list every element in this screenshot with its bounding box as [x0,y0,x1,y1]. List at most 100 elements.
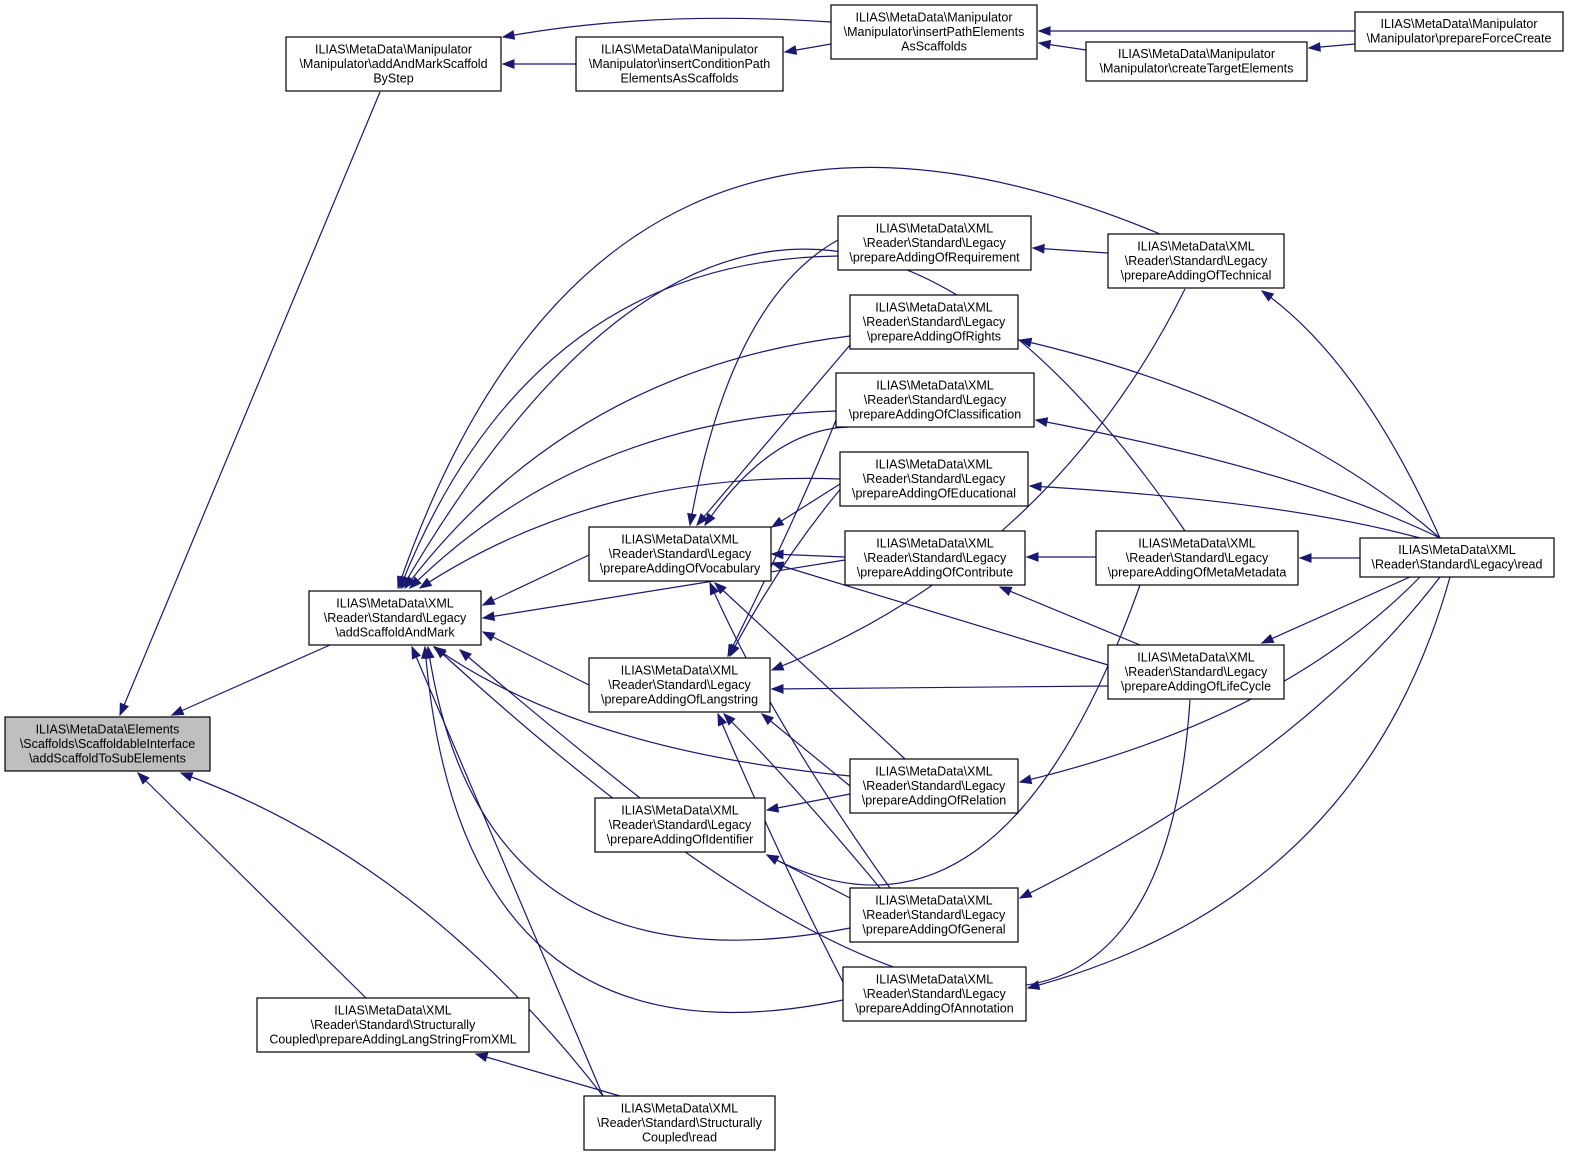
node-label-line: \Reader\Standard\Legacy [324,611,467,625]
arrowhead-lLang [717,712,728,727]
arrowhead-lIdent [765,802,780,813]
edge-lRights-to-lAddScaffold [404,335,851,589]
edge-lEdu-to-lAddScaffold [419,477,841,589]
arrowhead-lContrib [998,586,1013,596]
arrowhead-lIdent [765,854,780,865]
node-sPrepLang[interactable]: ILIAS\MetaData\XML\Reader\Standard\Struc… [256,997,530,1053]
arrowhead-lAddScaffold [481,595,496,606]
node-label-line: ILIAS\MetaData\Manipulator [601,42,758,56]
node-box [575,36,784,92]
node-label-line: ILIAS\MetaData\XML [336,596,453,610]
edge-lRelation-to-lAddScaffold [433,646,851,777]
edge-lRead-to-lLife [1261,576,1411,644]
arrowhead-lClass [1034,417,1049,427]
node-box [835,372,1035,428]
edge-lIdent-to-lAddScaffold [459,649,641,799]
node-label-line: ILIAS\MetaData\XML [621,803,738,817]
node-box [256,997,530,1053]
edge-lLife-to-lLang [771,685,1109,690]
edge-lReq-to-lVocab [689,239,839,526]
arrowhead-lLang [770,661,785,671]
node-lVocab[interactable]: ILIAS\MetaData\XML\Reader\Standard\Legac… [588,526,772,582]
node-lLife[interactable]: ILIAS\MetaData\XML\Reader\Standard\Legac… [1107,644,1285,700]
node-label-line: \Reader\Standard\Structurally [597,1116,762,1130]
node-box [849,887,1019,943]
node-label-line: \Reader\Standard\Legacy [1125,665,1268,679]
node-mInsertCond[interactable]: ILIAS\MetaData\Manipulator\Manipulator\i… [575,36,784,92]
node-lEdu[interactable]: ILIAS\MetaData\XML\Reader\Standard\Legac… [839,451,1029,507]
node-lClass[interactable]: ILIAS\MetaData\XML\Reader\Standard\Legac… [835,372,1035,428]
edge-sRead-to-root [180,772,604,1097]
node-lRead[interactable]: ILIAS\MetaData\XML\Reader\Standard\Legac… [1359,537,1555,578]
node-label-line: \Reader\Standard\Legacy [609,818,752,832]
edge-lRead-to-lTech [1261,290,1441,539]
edge-lReq-to-lAddScaffold [399,255,839,589]
node-label-line: ILIAS\MetaData\XML [875,764,992,778]
node-lMeta[interactable]: ILIAS\MetaData\XML\Reader\Standard\Legac… [1095,530,1299,586]
node-label-line: ILIAS\MetaData\XML [875,457,992,471]
arrowhead-mAddAndMark [501,59,515,69]
node-lAddScaffold[interactable]: ILIAS\MetaData\XML\Reader\Standard\Legac… [308,590,482,646]
arrowhead-lVocab [713,582,727,595]
node-lContrib[interactable]: ILIAS\MetaData\XML\Reader\Standard\Legac… [844,530,1026,586]
edge-lClass-to-lLang [727,419,837,657]
node-label-line: ILIAS\MetaData\Manipulator [1380,17,1537,31]
node-lGeneral[interactable]: ILIAS\MetaData\XML\Reader\Standard\Legac… [849,887,1019,943]
edge-sRead-to-sPrepLang [475,1053,621,1097]
node-box [588,526,772,582]
node-label-line: \Manipulator\insertPathElements [844,25,1025,39]
node-root[interactable]: ILIAS\MetaData\Elements\Scaffolds\Scaffo… [4,716,211,772]
node-box [1085,41,1308,82]
arrowhead-root [137,772,150,785]
node-lReq[interactable]: ILIAS\MetaData\XML\Reader\Standard\Legac… [837,215,1032,271]
node-label-line: ILIAS\MetaData\Manipulator [855,10,1012,24]
node-lTech[interactable]: ILIAS\MetaData\XML\Reader\Standard\Legac… [1107,233,1285,289]
node-label-line: \Reader\Standard\Legacy [863,779,1006,793]
node-label-line: \prepareAddingOfVocabulary [600,561,761,575]
edge-lMeta-to-lAddScaffold [401,248,1186,589]
node-lAnnot[interactable]: ILIAS\MetaData\XML\Reader\Standard\Legac… [842,966,1027,1022]
node-label-line: ILIAS\MetaData\XML [1137,650,1254,664]
arrowhead-mCreateTarget [1307,42,1321,52]
edge-lTech-to-lAddScaffold [397,166,1161,589]
arrowhead-lLang [723,713,736,726]
node-label-line: \prepareAddingOfClassification [849,407,1021,421]
arrowhead-lVocab [770,561,785,572]
node-label-line: ILIAS\MetaData\XML [1138,536,1255,550]
node-label-line: \prepareAddingOfMetaMetadata [1108,565,1287,579]
node-mPrepForce[interactable]: ILIAS\MetaData\Manipulator\Manipulator\p… [1354,11,1564,52]
node-label-line: \prepareAddingOfRelation [862,793,1007,807]
node-label-line: \prepareAddingOfLangstring [601,692,758,706]
node-label-line: \Manipulator\insertConditionPath [589,57,770,71]
edge-lRead-to-lRelation [1019,576,1421,783]
edge-lLife-to-lVocab [771,562,1109,666]
node-label-line: \Reader\Standard\Legacy [863,908,1006,922]
node-sRead[interactable]: ILIAS\MetaData\XML\Reader\Standard\Struc… [583,1095,776,1151]
node-lLang[interactable]: ILIAS\MetaData\XML\Reader\Standard\Legac… [588,657,771,713]
edge-mAddAndMark-to-root [119,91,381,716]
node-box [844,530,1026,586]
node-lIdent[interactable]: ILIAS\MetaData\XML\Reader\Standard\Legac… [594,797,766,853]
node-box [842,966,1027,1022]
edge-mInsertPath-to-mAddAndMark [502,17,832,38]
node-mInsertPath[interactable]: ILIAS\MetaData\Manipulator\Manipulator\i… [830,4,1038,60]
arrowhead-lAddScaffold [418,577,433,589]
edge-lVocab-to-lAddScaffold [482,554,590,606]
arrowhead-lLang [770,683,784,694]
node-label-line: \prepareAddingOfGeneral [862,922,1005,936]
edge-lClass-to-lVocab [704,426,849,526]
arrowhead-lAddScaffold [458,649,472,662]
node-label-line: ILIAS\MetaData\Manipulator [1118,47,1275,61]
edge-lMeta-to-lIdent [766,584,1141,886]
node-lRelation[interactable]: ILIAS\MetaData\XML\Reader\Standard\Legac… [849,758,1019,814]
node-mAddAndMark[interactable]: ILIAS\MetaData\Manipulator\Manipulator\a… [285,36,502,92]
node-label-line: ByStep [373,71,413,85]
edge-sPrepLang-to-root [137,772,367,999]
node-label-line: ILIAS\MetaData\XML [1398,543,1515,557]
arrowhead-lRelation [1018,774,1033,785]
node-lRights[interactable]: ILIAS\MetaData\XML\Reader\Standard\Legac… [849,294,1019,350]
node-label-line: ILIAS\MetaData\XML [875,893,992,907]
arrowhead-root [119,702,129,717]
node-mCreateTarget[interactable]: ILIAS\MetaData\Manipulator\Manipulator\c… [1085,41,1308,82]
edge-lRelation-to-lLang [761,713,851,787]
